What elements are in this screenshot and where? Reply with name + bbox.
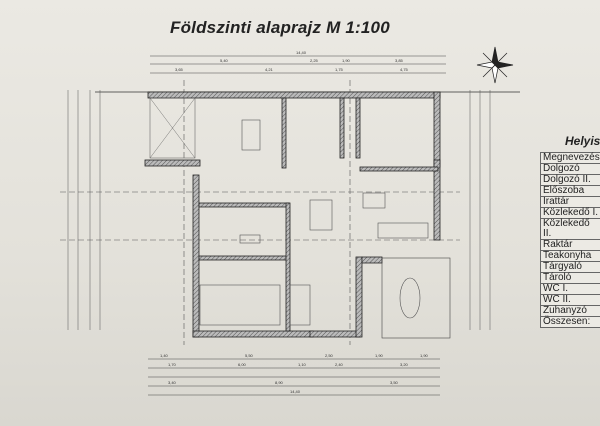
dim-label: 3,65 (175, 67, 184, 72)
stair-area (149, 97, 196, 159)
room-row: Tárgyaló (540, 261, 600, 273)
dim-label: 1,90 (342, 58, 351, 63)
room-table: Megnevezés Dolgozó Dolgozó II. Előszoba … (540, 152, 600, 328)
top-dimension-lines (150, 55, 446, 74)
dim-label: 3,85 (395, 58, 404, 63)
furniture (199, 119, 429, 326)
dim-label: 3,20 (400, 362, 409, 367)
room-row: Irattár (540, 196, 600, 208)
room-row: Teakonyha (540, 250, 600, 262)
dim-label: 1,70 (168, 362, 177, 367)
dim-label: 4,75 (400, 67, 409, 72)
dim-label: 2,50 (325, 353, 334, 358)
room-row: Összesen: (540, 316, 600, 328)
north-arrow-icon (476, 46, 514, 84)
bottom-dimension-lines (148, 358, 440, 396)
room-row: Közlekedő I. (540, 207, 600, 219)
dim-label: 1,40 (160, 353, 169, 358)
room-row: Közlekedő II. (540, 218, 600, 240)
dim-label: 5,40 (220, 58, 229, 63)
dim-label: 6,00 (238, 362, 247, 367)
dim-label: 3,40 (168, 380, 177, 385)
walls (144, 91, 441, 338)
room-row: Zuhanyzó (540, 305, 600, 317)
drawing-title: Földszinti alaprajz M 1:100 (170, 18, 390, 37)
room-row: Tároló (540, 272, 600, 284)
dim-label: 3,50 (390, 380, 399, 385)
top-total-dim: 14,40 (296, 50, 307, 55)
left-dimension-lines (67, 90, 491, 330)
dim-label: 1,10 (298, 362, 307, 367)
room-table-title: Helyis (565, 134, 600, 148)
room-row: Dolgozó (540, 163, 600, 175)
room-row: WC I. (540, 283, 600, 295)
room-row: Raktár (540, 239, 600, 251)
bottom-total-dim: 14,40 (290, 389, 301, 394)
room-row: Dolgozó II. (540, 174, 600, 186)
dim-label: 5,50 (245, 353, 254, 358)
room-row: Megnevezés (540, 152, 600, 164)
dim-label: 1,75 (335, 67, 344, 72)
dim-label: 1,90 (375, 353, 384, 358)
dim-label: 8,90 (275, 380, 284, 385)
room-row: Előszoba (540, 185, 600, 197)
terrace (381, 257, 451, 339)
dim-label: 2,40 (335, 362, 344, 367)
room-row: WC II. (540, 294, 600, 306)
dim-label: 4,21 (265, 67, 274, 72)
dim-label: 1,90 (420, 353, 429, 358)
dim-label: 2,25 (310, 58, 319, 63)
